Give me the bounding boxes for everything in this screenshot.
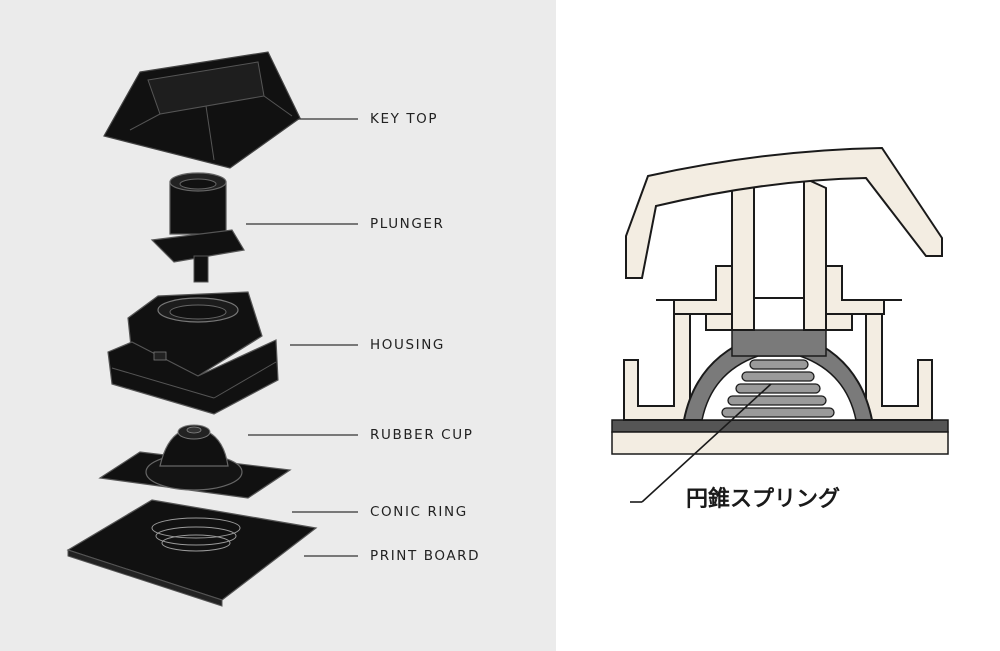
print-board-part [66, 499, 318, 607]
base-board [611, 419, 949, 433]
dome-top [731, 329, 827, 357]
keycap-section [625, 146, 943, 279]
cross-section-panel: 円錐スプリング [556, 0, 1000, 651]
exploded-view-drawing [66, 51, 358, 607]
leader-lines [246, 118, 358, 557]
label-rubber-cup: RUBBER CUP [370, 427, 474, 443]
plunger-stem [731, 176, 827, 331]
plunger-part [150, 172, 245, 283]
cross-section-drawing [611, 146, 949, 503]
key-top-part [103, 51, 301, 169]
base-plate [611, 431, 949, 455]
housing-part [107, 291, 279, 415]
label-housing: HOUSING [370, 337, 445, 353]
rubber-cup-part [98, 424, 292, 499]
label-conic-ring: CONIC RING [370, 504, 468, 520]
label-plunger: PLUNGER [370, 216, 445, 232]
conical-spring [721, 359, 835, 418]
spring-leader-line [641, 383, 772, 503]
label-conical-spring: 円錐スプリング [686, 487, 841, 512]
label-print-board: PRINT BOARD [370, 548, 481, 564]
label-key-top: KEY TOP [370, 111, 439, 127]
exploded-view-panel: KEY TOP PLUNGER HOUSING RUBBER CUP CONIC… [0, 0, 556, 651]
